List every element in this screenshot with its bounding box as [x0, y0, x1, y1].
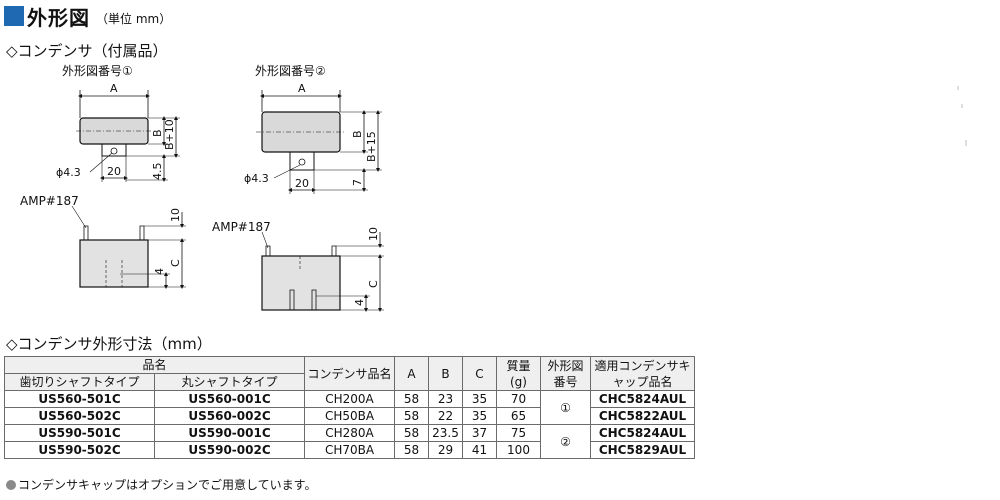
cell-c: 37 — [462, 424, 497, 442]
cell-gear: US560-501C — [4, 390, 155, 408]
cell-cover: CHC5822AUL — [590, 407, 695, 425]
title-unit: （単位 mm） — [96, 11, 172, 26]
cell-b: 23 — [428, 390, 463, 408]
fig2-dim-top: 10 — [367, 227, 380, 241]
fig1-dim-height: 4.5 — [151, 163, 164, 181]
fig2-dim-4: 4 — [353, 299, 366, 306]
cell-a: 58 — [394, 390, 429, 408]
fig2-dim-hole: ϕ4.3 — [244, 172, 269, 185]
cell-c: 35 — [462, 390, 497, 408]
fig2-dim-c: C — [367, 280, 380, 288]
table-row: US590-502C US590-002C CH70BA 58 29 41 10… — [4, 441, 695, 459]
cell-fig-2: ② — [540, 424, 591, 459]
fig2-dim-pitch: 20 — [295, 177, 309, 190]
cell-c: 41 — [462, 441, 497, 459]
header-c: C — [462, 356, 497, 391]
header-cap-cover: 適用コンデンサキャップ品名 — [590, 356, 695, 391]
page-title: 外形図 （単位 mm） — [4, 2, 171, 30]
fig2-label: 外形図番号② — [255, 64, 326, 78]
cell-mass: 65 — [496, 407, 541, 425]
cell-b: 22 — [428, 407, 463, 425]
fig2-dim-a: A — [298, 82, 306, 95]
cell-gear: US560-502C — [4, 407, 155, 425]
fig1-dim-hole: ϕ4.3 — [56, 166, 81, 179]
fig2-dim-b: B — [351, 130, 364, 138]
cell-round: US590-001C — [154, 424, 305, 442]
cell-a: 58 — [394, 407, 429, 425]
cell-gear: US590-502C — [4, 441, 155, 459]
fig2-dim-b-plus: B+15 — [365, 131, 378, 162]
cell-b: 23.5 — [428, 424, 463, 442]
fig1-amp: AMP#187 — [20, 194, 79, 208]
dimension-table: 品名 コンデンサ品名 A B C 質量(g) 外形図番号 適用コンデンサキャップ… — [4, 356, 695, 459]
cell-a: 58 — [394, 424, 429, 442]
cell-a: 58 — [394, 441, 429, 459]
fig1-label: 外形図番号① — [62, 64, 133, 78]
fig1-dim-a: A — [110, 82, 118, 95]
cell-cover: CHC5824AUL — [590, 390, 695, 408]
fig1-dim-c: C — [169, 259, 182, 267]
cell-cap: CH280A — [304, 424, 395, 442]
section-capacitor-heading: ◇コンデンサ（付属品） — [6, 42, 168, 60]
cell-round: US590-002C — [154, 441, 305, 459]
cell-round: US560-002C — [154, 407, 305, 425]
cell-cap: CH200A — [304, 390, 395, 408]
header-fig: 外形図番号 — [540, 356, 591, 391]
cell-cap: CH50BA — [304, 407, 395, 425]
cell-c: 35 — [462, 407, 497, 425]
cell-fig-1: ① — [540, 390, 591, 425]
table-row: US560-501C US560-001C CH200A 58 23 35 70… — [4, 390, 695, 425]
header-capacitor: コンデンサ品名 — [304, 356, 395, 391]
table-row: US590-501C US590-001C CH280A 58 23.5 37 … — [4, 424, 695, 459]
header-gear-shaft: 歯切りシャフトタイプ — [4, 373, 155, 391]
section-dimension-heading: ◇コンデンサ外形寸法（mm） — [6, 335, 212, 353]
cell-cap: CH70BA — [304, 441, 395, 459]
fig1-dim-4: 4 — [153, 268, 166, 275]
table-row: US560-502C US560-002C CH50BA 58 22 35 65… — [4, 407, 695, 425]
outline-drawings: 外形図番号① A B B+10 4.5 20 ϕ4.3 AMP#187 10 C… — [20, 64, 967, 312]
header-round-shaft: 丸シャフトタイプ — [154, 373, 305, 391]
cell-cover: CHC5829AUL — [590, 441, 695, 459]
fig1-dim-pitch: 20 — [107, 165, 121, 178]
fig1-dim-b-plus: B+10 — [163, 119, 176, 150]
bullet-dot-icon — [6, 480, 16, 490]
fig1-dim-b: B — [151, 129, 164, 137]
cell-round: US560-001C — [154, 390, 305, 408]
header-b: B — [428, 356, 463, 391]
footnote: コンデンサキャップはオプションでご用意しています。 — [6, 476, 316, 493]
title-text: 外形図 — [27, 5, 90, 30]
cell-mass: 70 — [496, 390, 541, 408]
header-product: 品名 — [4, 356, 305, 374]
cell-b: 29 — [428, 441, 463, 459]
title-square-icon — [4, 6, 24, 26]
cell-gear: US590-501C — [4, 424, 155, 442]
fig1-dim-top: 10 — [169, 208, 182, 222]
cell-mass: 100 — [496, 441, 541, 459]
header-mass: 質量(g) — [496, 356, 541, 391]
footnote-text: コンデンサキャップはオプションでご用意しています。 — [18, 478, 317, 492]
fig2-amp: AMP#187 — [212, 220, 271, 234]
fig2-dim-height: 7 — [351, 179, 364, 186]
header-a: A — [394, 356, 429, 391]
cell-mass: 75 — [496, 424, 541, 442]
cell-cover: CHC5824AUL — [590, 424, 695, 442]
